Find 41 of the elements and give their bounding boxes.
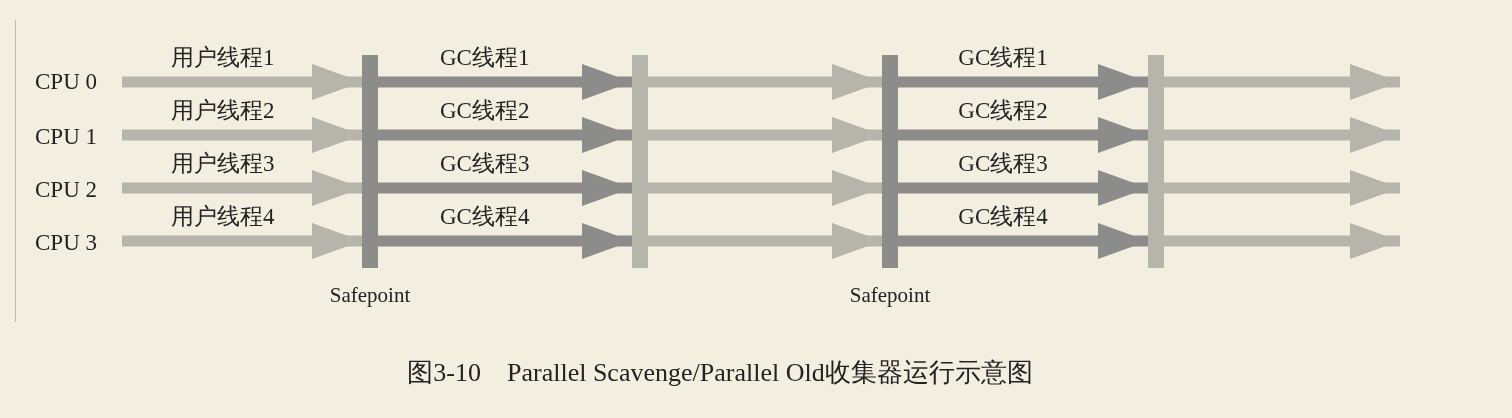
edge-label: GC线程3 <box>439 150 530 178</box>
arrow <box>1164 170 1400 206</box>
edge-label: 用户线程2 <box>171 97 275 125</box>
arrow <box>1164 117 1400 153</box>
edge-label: 用户线程4 <box>171 203 275 231</box>
edge-label: GC线程3 <box>958 150 1048 178</box>
figure-caption: 图3-10 Parallel Scavenge/Parallel Old收集器运行示意图 <box>406 357 1034 389</box>
arrow <box>648 117 882 153</box>
edge-label: 用户线程1 <box>171 44 275 72</box>
cpu-label: CPU 3 <box>35 228 121 258</box>
arrow <box>122 117 362 153</box>
safepoint-bar <box>1148 55 1164 268</box>
arrow <box>378 170 632 206</box>
arrow <box>898 170 1148 206</box>
edge-label: 用户线程3 <box>171 150 275 178</box>
arrow <box>648 64 882 100</box>
edge-label: GC线程4 <box>958 203 1048 231</box>
arrow <box>1164 223 1400 259</box>
cpu-label: CPU 1 <box>35 122 121 152</box>
cpu-label: CPU 2 <box>35 175 121 205</box>
arrow <box>898 117 1148 153</box>
cpu-label: CPU 0 <box>35 67 121 97</box>
arrow <box>378 117 632 153</box>
edge-label: GC线程1 <box>958 44 1048 72</box>
arrow <box>648 170 882 206</box>
edge-label: GC线程1 <box>439 44 530 72</box>
arrow <box>378 223 632 259</box>
bar-caption: Safepoint <box>329 283 411 308</box>
safepoint-bar <box>632 55 648 268</box>
edge-label: GC线程2 <box>439 97 530 125</box>
arrow <box>378 64 632 100</box>
edge-label: GC线程4 <box>439 203 530 231</box>
arrow <box>1164 64 1400 100</box>
edge-label: GC线程2 <box>958 97 1048 125</box>
arrow <box>898 223 1148 259</box>
bar-caption: Safepoint <box>849 283 931 308</box>
arrow <box>898 64 1148 100</box>
arrow <box>648 223 882 259</box>
arrow <box>122 170 362 206</box>
arrow <box>122 223 362 259</box>
arrow <box>122 64 362 100</box>
